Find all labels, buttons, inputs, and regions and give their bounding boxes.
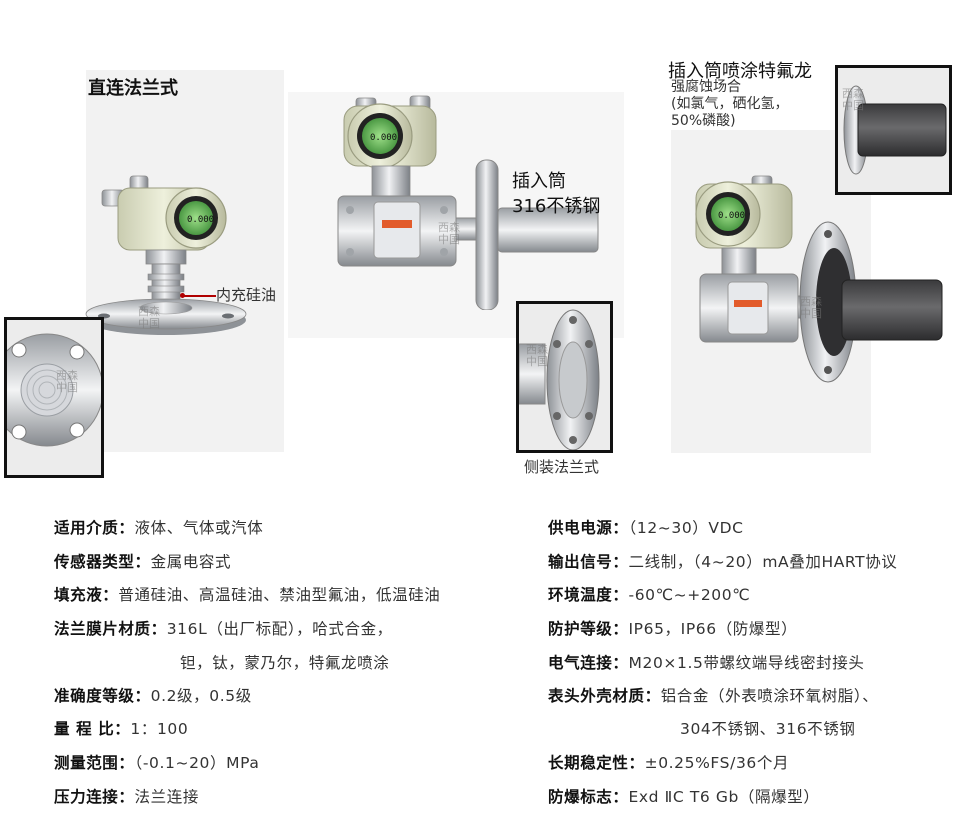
fill-oil-leader-line [184, 295, 216, 297]
spec-row: 防护等级：IP65，IP66（防爆型） [548, 620, 798, 638]
label-fill-oil: 内充硅油 [216, 286, 277, 304]
svg-text:0.000: 0.000 [370, 133, 397, 143]
watermark-3: 西森中国 [438, 221, 460, 246]
spec-row: 供电电源：（12~30）VDC [548, 519, 744, 537]
inset-diaphragm-closeup [4, 317, 104, 478]
spec-row: 电气连接：M20×1.5带螺纹端导线密封接头 [548, 654, 865, 672]
spec-row-continuation: 钽，钛，蒙乃尔，特氟龙喷涂 [180, 654, 390, 672]
watermark-1: 西森中国 [138, 305, 160, 330]
transmitter-insert-tube-image: 0.000 [337, 95, 599, 310]
label-corrosion-1: 强腐蚀场合 [671, 79, 741, 95]
spec-row: 压力连接：法兰连接 [54, 788, 199, 806]
inset-teflon-tube [835, 65, 952, 195]
svg-text:0.000: 0.000 [718, 211, 745, 221]
label-insert-tube: 插入筒 [512, 171, 566, 192]
spec-row: 防爆标志：Exd ⅡC T6 Gb（隔爆型） [548, 788, 820, 806]
inset-side-flange [516, 301, 613, 453]
spec-row: 表头外壳材质：铝合金（外表喷涂环氧树脂）、 [548, 687, 879, 705]
spec-row: 测量范围：（-0.1~20）MPa [54, 754, 260, 772]
label-side-flange: 侧装法兰式 [524, 458, 600, 476]
spec-row-continuation: 304不锈钢、316不锈钢 [680, 720, 856, 738]
watermark-6: 西森中国 [842, 87, 864, 112]
spec-row: 适用介质：液体、气体或汽体 [54, 519, 264, 537]
spec-row: 量 程 比：1：100 [54, 720, 189, 738]
svg-text:0.000: 0.000 [187, 215, 214, 225]
label-corrosion-3: 50%磷酸) [671, 113, 736, 129]
transmitter-teflon-image: 0.000 [695, 175, 943, 383]
transmitter-direct-flange-image: 0.000 [85, 175, 247, 335]
label-direct-flange: 直连法兰式 [88, 78, 178, 99]
watermark-2: 西森中国 [56, 369, 78, 394]
label-corrosion-2: (如氯气，硒化氢， [671, 96, 789, 112]
spec-row: 环境温度：-60℃~+200℃ [548, 586, 751, 604]
spec-row: 法兰膜片材质：316L（出厂标配），哈式合金， [54, 620, 393, 638]
spec-row: 传感器类型：金属电容式 [54, 553, 232, 571]
spec-row: 准确度等级：0.2级，0.5级 [54, 687, 252, 705]
watermark-5: 西森中国 [800, 295, 822, 320]
watermark-4: 西森中国 [526, 343, 548, 368]
label-teflon-title: 插入筒喷涂特氟龙 [668, 61, 812, 82]
spec-row: 填充液：普通硅油、高温硅油、禁油型氟油，低温硅油 [54, 586, 441, 604]
spec-row: 长期稳定性：±0.25%FS/36个月 [548, 754, 790, 772]
spec-row: 输出信号：二线制，（4~20）mA叠加HART协议 [548, 553, 898, 571]
label-316-steel: 316不锈钢 [512, 196, 601, 217]
fill-oil-marker [180, 293, 185, 298]
